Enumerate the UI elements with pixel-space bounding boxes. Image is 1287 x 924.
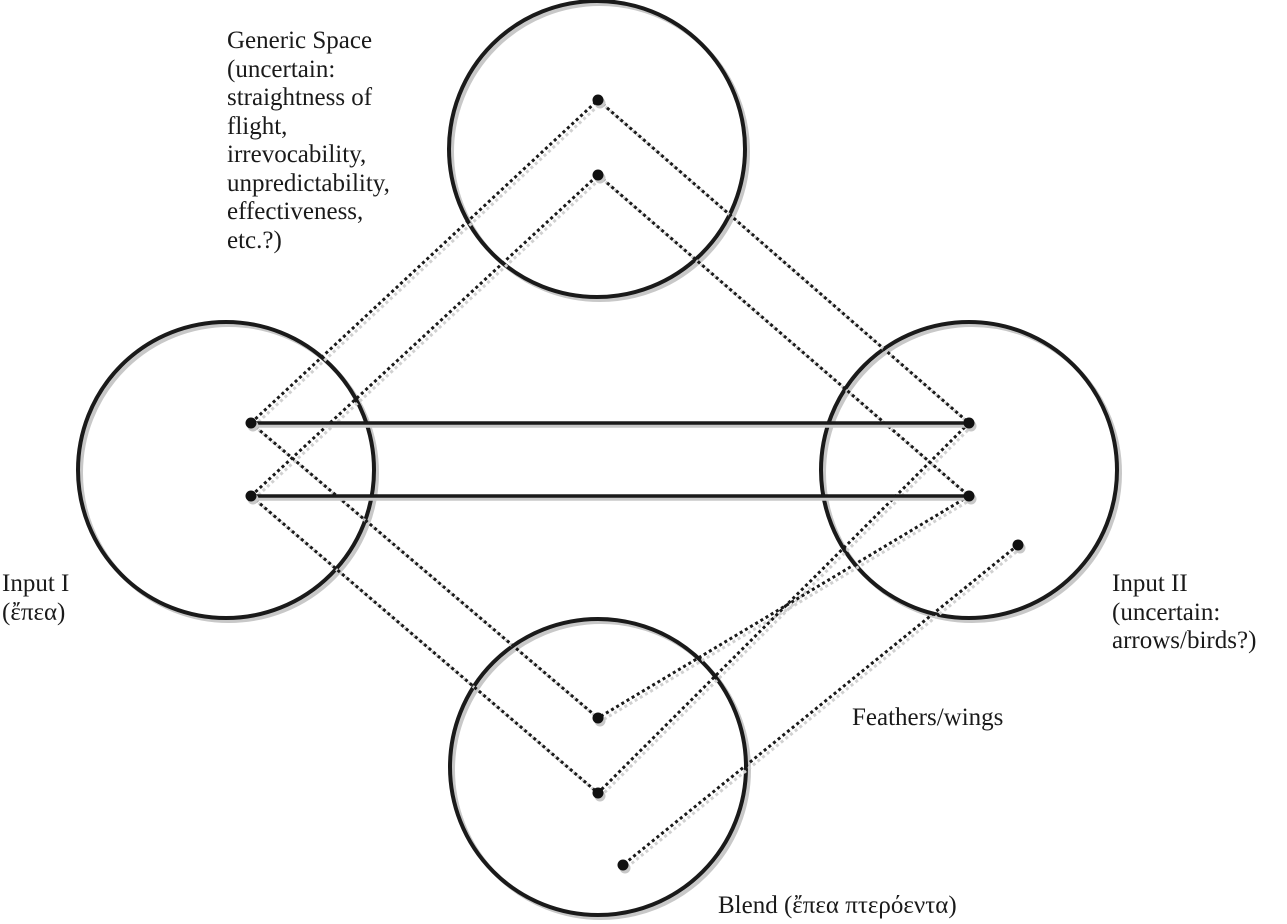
blend-node-lower [592, 787, 604, 799]
blend-label-text: Blend (ἔπεα πτερόεντα) [718, 892, 957, 919]
input-two-label-line: Input II [1112, 570, 1188, 597]
generic-space-circle-shadow [450, 2, 750, 302]
input-one-label-line: (ἔπεα) [2, 598, 66, 626]
input-one-label: Input I (ἔπεα) [2, 570, 69, 627]
generic-space-label-line: Generic Space [227, 27, 373, 54]
mapping-generic-to-input-two-upper [597, 98, 970, 425]
mapping-generic-to-input-two-lower [597, 173, 970, 498]
generic-space-label-line: straightness of [227, 84, 373, 111]
mapping-input-one-to-blend-upper [250, 421, 599, 720]
blend-node-upper [592, 712, 604, 724]
generic-space-label: Generic Space (uncertain: straightness o… [227, 27, 390, 255]
mapping-input-two-to-blend-lower [597, 494, 970, 720]
blend-circle [448, 617, 748, 917]
input-two-label-line: (uncertain: [1112, 598, 1221, 626]
generic-node-lower [592, 169, 604, 181]
blend-label: Blend (ἔπεα πτερόεντα) [718, 892, 957, 921]
input-two-circle [819, 320, 1119, 620]
dotted-connections [249, 98, 1019, 867]
generic-space-label-line: flight, [227, 112, 288, 140]
blend-circle-shadow [451, 620, 751, 920]
generic-space-label-line: unpredictability, [227, 169, 390, 197]
generic-space-circle [447, 0, 747, 299]
mapping-input-one-to-blend-lower [250, 494, 599, 795]
input-one-node-lower [245, 490, 257, 502]
generic-space-label-line: (uncertain: [227, 55, 336, 83]
blend-node-feathers [617, 859, 629, 871]
mapping-input-one-to-generic-lower [249, 173, 600, 498]
input-one-circle-shadow [79, 323, 379, 623]
mapping-feathers-wings-to-blend [622, 543, 1019, 867]
input-one-circle [76, 320, 376, 620]
input-one-label-line: Input I [2, 570, 70, 597]
input-two-node-feathers [1012, 539, 1024, 551]
input-two-circle-shadow [822, 323, 1122, 623]
input-two-label: Input II (uncertain: arrows/birds?) [1112, 570, 1256, 656]
generic-space-label-line: irrevocability, [227, 141, 367, 168]
generic-node-upper [592, 94, 604, 106]
mapping-input-one-to-generic-upper [249, 98, 600, 425]
input-two-label-line: arrows/birds?) [1112, 627, 1257, 654]
generic-space-label-line: effectiveness, [227, 198, 364, 225]
input-one-node-upper [245, 417, 257, 429]
nodes [245, 94, 1024, 871]
feathers-wings-label-text: Feathers/wings [852, 704, 1004, 731]
generic-space-label-line: etc.?) [227, 226, 282, 254]
feathers-wings-label: Feathers/wings [852, 704, 1003, 733]
input-two-node-upper [963, 417, 975, 429]
input-two-node-lower [963, 490, 975, 502]
